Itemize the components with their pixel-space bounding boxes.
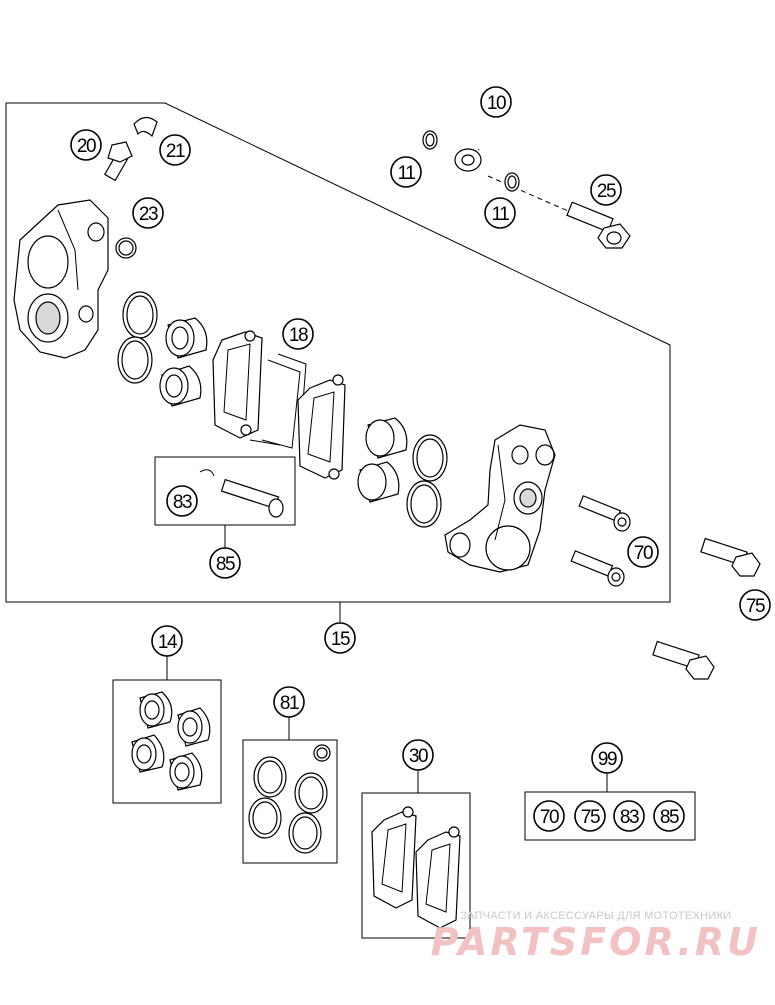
banjo-bolt-25 [566,201,631,249]
callout-30[interactable]: 30 [402,739,434,771]
kit-99-item-3: 85 [653,800,685,832]
callout-81[interactable]: 81 [273,686,305,718]
callout-23-label: 23 [139,204,158,225]
callout-10[interactable]: 10 [480,86,512,118]
callout-83[interactable]: 83 [166,485,198,517]
kit-81-box [242,739,338,864]
callout-15-label: 15 [331,629,350,650]
callout-18-label: 18 [289,325,308,346]
pad-pin-83 [199,469,284,518]
kit-99-box [524,791,696,841]
caliper-half-left [13,199,109,359]
bleeder-cap-21 [133,116,158,138]
callout-70-label: 70 [634,543,653,564]
mounting-bolt-75-top [700,537,761,577]
brake-pad-left [212,330,263,439]
o-ring-23 [115,237,137,259]
mounting-bolt-75-bottom [652,640,715,680]
callout-85-label: 85 [216,554,235,575]
callout-20[interactable]: 20 [70,129,102,161]
callout-20-label: 20 [77,136,96,157]
copper-washer-11-top [422,130,438,150]
callout-75[interactable]: 75 [739,589,771,621]
caliper-bolt-70-top [578,495,631,532]
callout-23[interactable]: 23 [132,197,164,229]
caliper-half-right [444,424,556,573]
kit-30-box [361,792,471,939]
callout-14[interactable]: 14 [151,625,183,657]
pistons-left [159,317,208,407]
pistons-right [357,417,408,503]
callout-15[interactable]: 15 [324,622,356,654]
callout-81-label: 81 [280,693,299,714]
callout-14-label: 14 [158,632,178,653]
seals-left [117,291,158,384]
callout-25-label: 25 [597,181,616,202]
watermark-brand: PARTSFOR.RU [430,920,761,964]
kit-81-seals [248,744,331,854]
watermark-subtitle: ЗАПЧАСТИ И АКСЕССУАРЫ ДЛЯ МОТОТЕХНИКИ [460,910,732,922]
callout-99[interactable]: 99 [591,742,623,774]
callout-18[interactable]: 18 [282,318,314,350]
callout-10-label: 10 [487,93,506,114]
caliper-bolt-70-bottom [570,550,625,587]
callout-11-top-label: 11 [398,163,416,184]
kit-99-item-1-label: 75 [581,807,600,828]
kit-99-item-2-label: 83 [620,807,639,828]
brake-pad-right [297,374,346,480]
callout-99-label: 99 [598,749,617,770]
watermark: ЗАПЧАСТИ И АКСЕССУАРЫ ДЛЯ МОТОТЕХНИКИ PA… [431,910,761,962]
kit-99-item-1: 75 [574,800,606,832]
callout-75-label: 75 [746,596,765,617]
callout-83-label: 83 [173,492,192,513]
callout-11-top[interactable]: 11 [390,156,422,188]
seals-right [406,434,448,528]
kit-99-item-2: 83 [613,800,645,832]
callout-11-bottom[interactable]: 11 [484,197,516,229]
callout-11-bottom-label: 11 [492,204,510,225]
callout-25[interactable]: 25 [590,174,622,206]
brake-line-10 [454,90,564,172]
callout-70[interactable]: 70 [627,536,659,568]
callout-30-label: 30 [409,746,428,767]
kit-99-item-0: 70 [533,800,565,832]
assembly-frame-15 [5,102,671,603]
kit-30-pads [371,806,461,929]
copper-washer-11-bottom [504,172,520,192]
callout-21-label: 21 [166,141,185,162]
callout-85[interactable]: 85 [209,547,241,579]
kit-14-pistons [131,691,211,791]
kit-99-item-0-label: 70 [540,807,559,828]
kit-99-item-3-label: 85 [660,807,679,828]
callout-21[interactable]: 21 [159,134,191,166]
bleeder-screw-20 [103,141,133,182]
